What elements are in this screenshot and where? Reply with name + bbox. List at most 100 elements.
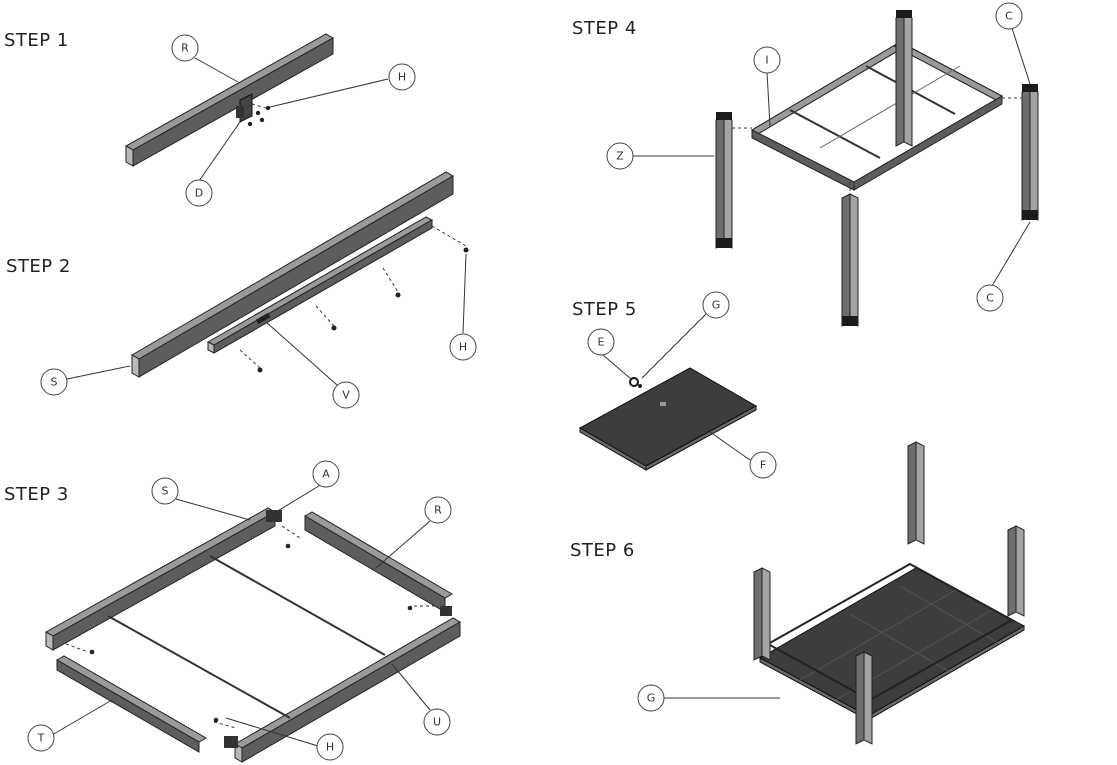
leader-h [225,717,319,747]
svg-text:C: C [1005,10,1013,23]
leg-front [841,193,859,327]
callout-h: H [316,733,344,761]
rail-r-beam [124,33,335,167]
callout-e: E [587,328,615,356]
callout-c-top: C [995,2,1023,30]
callout-v: V [332,381,360,409]
svg-text:E: E [598,336,605,349]
step-6-title: STEP 6 [570,540,635,561]
side-rail-t [55,655,208,753]
assembled-frame [765,562,1015,702]
screw-h-3 [247,121,253,127]
support-rod-u-1 [209,555,386,656]
leader-g [641,313,707,379]
callout-d: D [185,179,213,207]
callout-a: A [312,460,340,488]
screw-h-1 [255,110,261,116]
hardware-e [629,377,639,387]
screw-path [431,225,467,247]
step-4-drawing: I C Z C [606,2,1039,327]
leg-back [895,10,913,147]
leader-a [275,483,323,513]
svg-text:V: V [342,389,350,402]
callout-t: T [27,724,55,752]
screw-h-1 [463,247,469,253]
svg-text:H: H [326,741,334,754]
svg-text:S: S [162,485,169,498]
callout-g: G [637,684,665,712]
callout-c-bottom: C [976,284,1004,312]
step-5-title: STEP 5 [572,299,637,320]
assembled-leg-front [855,651,873,745]
svg-text:R: R [434,504,442,517]
side-rail-r [304,511,453,613]
svg-text:C: C [986,292,994,305]
svg-text:H: H [398,71,406,84]
callout-u: U [423,708,451,736]
screw-h-2 [259,117,265,123]
support-rod-u-2 [107,615,291,719]
leader-d [198,121,241,182]
callout-g: G [702,291,730,319]
svg-text:D: D [195,187,203,200]
assembled-leg-left [753,567,771,661]
svg-text:T: T [37,732,45,745]
assembled-tabletop-g [758,567,1026,721]
screw-g [638,384,642,388]
leader-s [175,498,251,521]
callout-z: Z [606,142,634,170]
rail-v-channel [206,216,434,354]
leader-f [709,431,751,461]
bracket-a [266,510,282,522]
svg-text:U: U [433,716,441,729]
leader-c-top [1011,27,1031,85]
callout-s: S [40,368,68,396]
leader-e [602,354,632,380]
callout-f: F [749,451,777,479]
leader-h [462,253,467,334]
screw-h-4 [257,367,263,373]
step-2-drawing: S V H [40,171,477,409]
step-4-title: STEP 4 [572,18,637,39]
leader-i [766,71,771,127]
leader-h [269,78,389,108]
callout-r: R [171,34,199,62]
svg-text:Z: Z [616,150,624,163]
leader-v [265,321,338,386]
leg-z [715,112,733,249]
step-6-drawing: G [637,441,1026,745]
leader-s [66,365,131,380]
svg-text:H: H [459,341,467,354]
svg-text:R: R [181,42,189,55]
callout-i: I [753,46,781,74]
step-1-title: STEP 1 [4,30,69,51]
callout-h: H [449,333,477,361]
leader-c-bottom [991,221,1031,287]
screw-h-4 [265,105,271,111]
svg-text:F: F [760,459,766,472]
callout-r: R [424,496,452,524]
svg-text:A: A [322,468,330,481]
leader-u [391,663,431,711]
step-3-title: STEP 3 [4,484,69,505]
bracket-d [236,93,253,123]
callout-s: S [151,477,179,505]
tabletop-panel-f [578,367,758,471]
leader-r [375,520,431,569]
leg-c [1021,84,1039,221]
rail-s-beam [130,171,455,378]
side-rail-s [44,507,277,651]
table-frame [750,41,1004,191]
assembled-leg-right [1007,525,1025,617]
side-rail-front [233,617,462,763]
callout-h: H [388,63,416,91]
leader-t [51,699,113,736]
screw-h-2 [395,292,401,298]
step-1-drawing: R H D [124,33,416,207]
step-5-drawing: E G F [578,291,777,479]
screw-h-3 [331,325,337,331]
svg-text:G: G [647,692,656,705]
svg-text:I: I [765,54,768,67]
assembled-leg-back [907,441,925,545]
